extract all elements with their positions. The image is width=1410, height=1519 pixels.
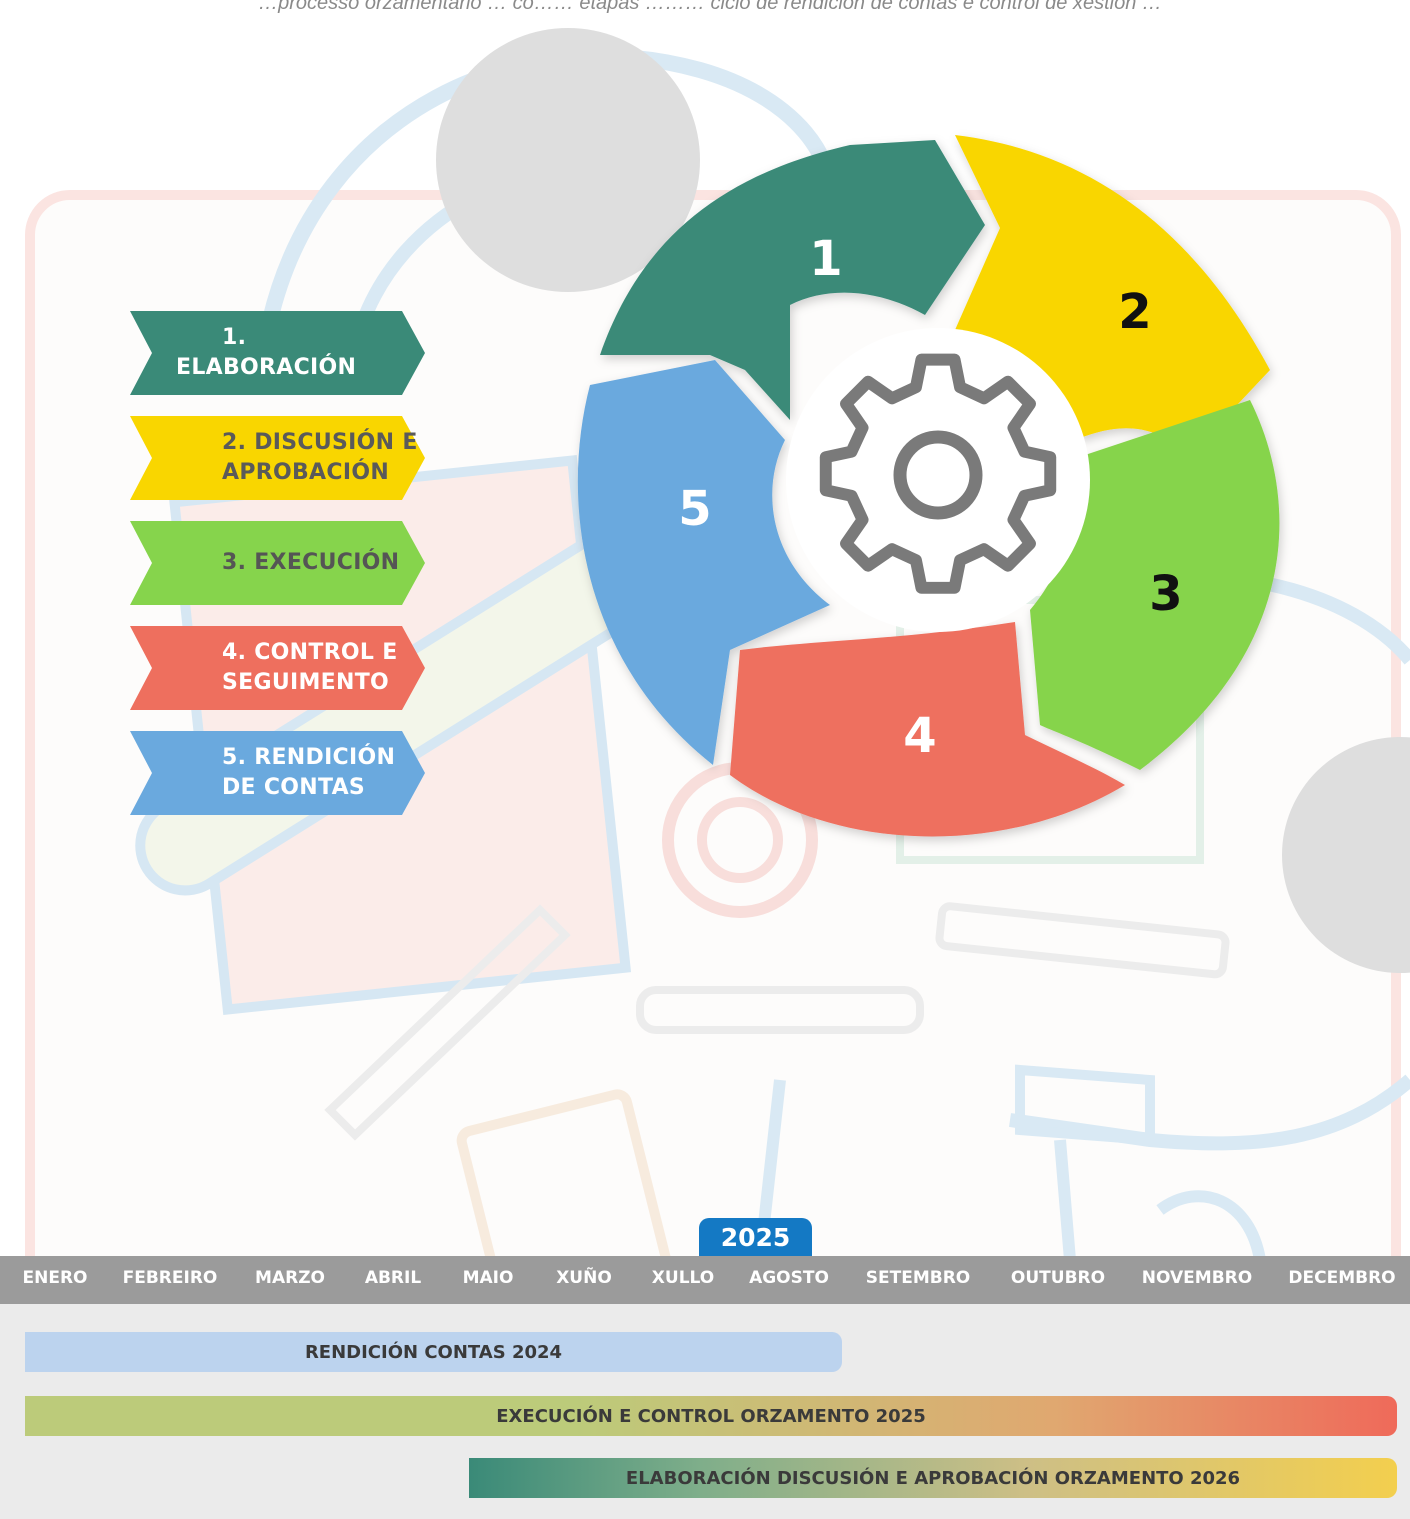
months-band bbox=[0, 1256, 1410, 1304]
cycle-number-2: 2 bbox=[1118, 284, 1151, 340]
budget-cycle-diagram: 1 2 3 4 5 bbox=[577, 135, 1280, 837]
cycle-segment-1 bbox=[600, 140, 985, 420]
legend-label-execucion: 3. EXECUCIÓN bbox=[222, 550, 400, 576]
pen-right bbox=[935, 902, 1230, 979]
month-label: SETEMBRO bbox=[865, 1268, 971, 1288]
pencil-left bbox=[324, 904, 571, 1141]
month-label: XULLO bbox=[651, 1268, 715, 1288]
month-label: AGOSTO bbox=[749, 1268, 829, 1288]
gear-icon bbox=[819, 353, 1057, 594]
legend-arrow-shape bbox=[130, 521, 425, 605]
gantt-bar-execucion: EXECUCIÓN E CONTROL ORZAMENTO 2025 bbox=[25, 1396, 1397, 1436]
coffee-cup-inner bbox=[697, 797, 783, 883]
cycle-number-5: 5 bbox=[678, 481, 711, 537]
month-label: OUTUBRO bbox=[1010, 1268, 1106, 1288]
person-head-right bbox=[1282, 737, 1410, 973]
cycle-segment-5 bbox=[577, 360, 830, 765]
legend-item-elaboracion: 1. ELABORACIÓN bbox=[130, 311, 425, 395]
top-note-text: …processo orzamentario … co…… etapas ………… bbox=[258, 0, 1162, 14]
month-label: DECEMBRO bbox=[1288, 1268, 1396, 1288]
pen-bottom bbox=[636, 986, 924, 1034]
gantt-bar-rendicion: RENDICIÓN CONTAS 2024 bbox=[25, 1332, 842, 1372]
month-label: ABRIL bbox=[364, 1268, 422, 1288]
cycle-segment-3 bbox=[1030, 400, 1280, 770]
legend-label-elaboracion: 1. ELABORACIÓN bbox=[176, 325, 357, 380]
person-arm-right bbox=[1009, 1074, 1410, 1151]
month-label: ENERO bbox=[22, 1268, 88, 1288]
gantt-bar-elaboracion: ELABORACIÓN DISCUSIÓN E APROBACIÓN ORZAM… bbox=[469, 1458, 1397, 1498]
cycle-number-3: 3 bbox=[1149, 566, 1182, 622]
cycle-number-4: 4 bbox=[903, 708, 936, 764]
person-head-top bbox=[436, 28, 700, 292]
month-label: NOVEMBRO bbox=[1141, 1268, 1253, 1288]
legend-item-execucion: 3. EXECUCIÓN bbox=[130, 521, 425, 605]
legend-arrow-shape bbox=[130, 416, 425, 500]
legend-arrow-shape bbox=[130, 626, 425, 710]
month-label: MAIO bbox=[462, 1268, 514, 1288]
month-label: XUÑO bbox=[556, 1268, 612, 1288]
cycle-segment-4 bbox=[730, 622, 1125, 837]
month-label: MARZO bbox=[255, 1268, 325, 1288]
year-tab: 2025 bbox=[699, 1218, 812, 1256]
legend-arrow-shape bbox=[130, 311, 425, 395]
notebook-bottom bbox=[1054, 1139, 1266, 1262]
cycle-number-1: 1 bbox=[809, 231, 842, 287]
month-label: FEBREIRO bbox=[122, 1268, 218, 1288]
legend-arrow-shape bbox=[130, 731, 425, 815]
hand-right bbox=[1015, 1064, 1155, 1146]
